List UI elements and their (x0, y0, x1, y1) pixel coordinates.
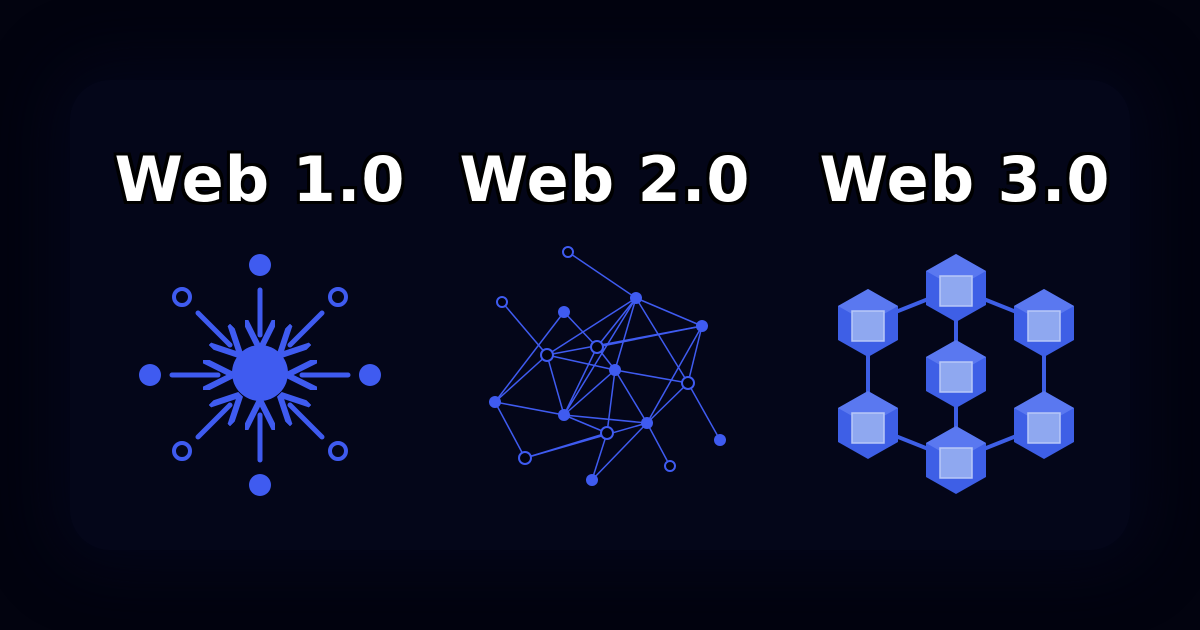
web3-title: Web 3.0 (819, 143, 1111, 216)
centralized-star-icon (139, 254, 381, 496)
network-graph-icon (489, 246, 726, 486)
blockchain-cubes-icon (837, 253, 1075, 495)
web1-title: Web 1.0 (114, 143, 406, 216)
web2-title: Web 2.0 (459, 143, 751, 216)
